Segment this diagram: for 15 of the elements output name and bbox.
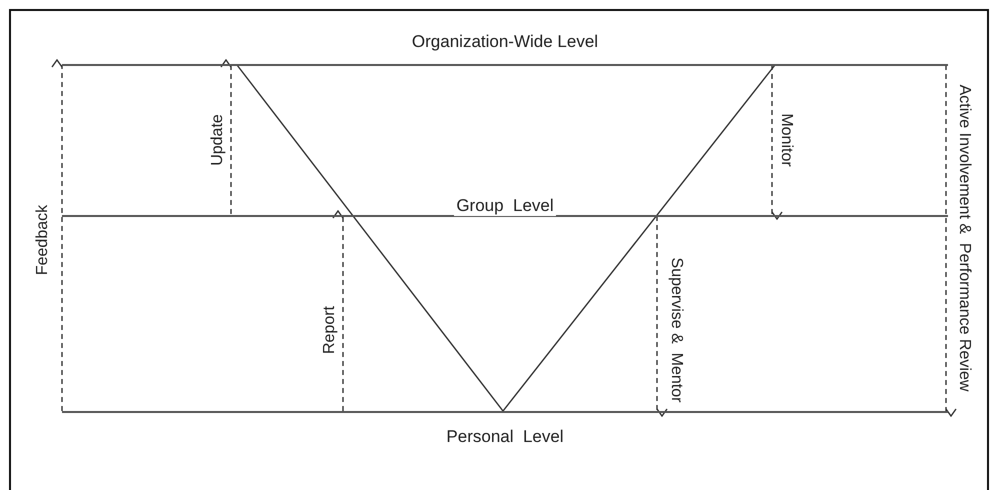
dashed-arrow (656, 216, 668, 417)
dashed-arrow (945, 65, 957, 417)
dashed-arrow (220, 59, 232, 214)
edge-label: Update (209, 114, 227, 166)
edge-label: Report (321, 306, 339, 354)
edge-label: Active Involvement & Performance Review (955, 84, 973, 392)
dashed-arrow (332, 210, 344, 411)
edge-label: Feedback (34, 204, 52, 276)
level-line (62, 196, 948, 217)
edge-label: Supervise & Mentor (667, 258, 685, 402)
level-label: Group Level (454, 196, 556, 216)
dashed-arrow (51, 59, 63, 411)
dashed-arrow (771, 65, 783, 220)
edge-label: Monitor (777, 113, 795, 167)
level-line (62, 32, 948, 66)
